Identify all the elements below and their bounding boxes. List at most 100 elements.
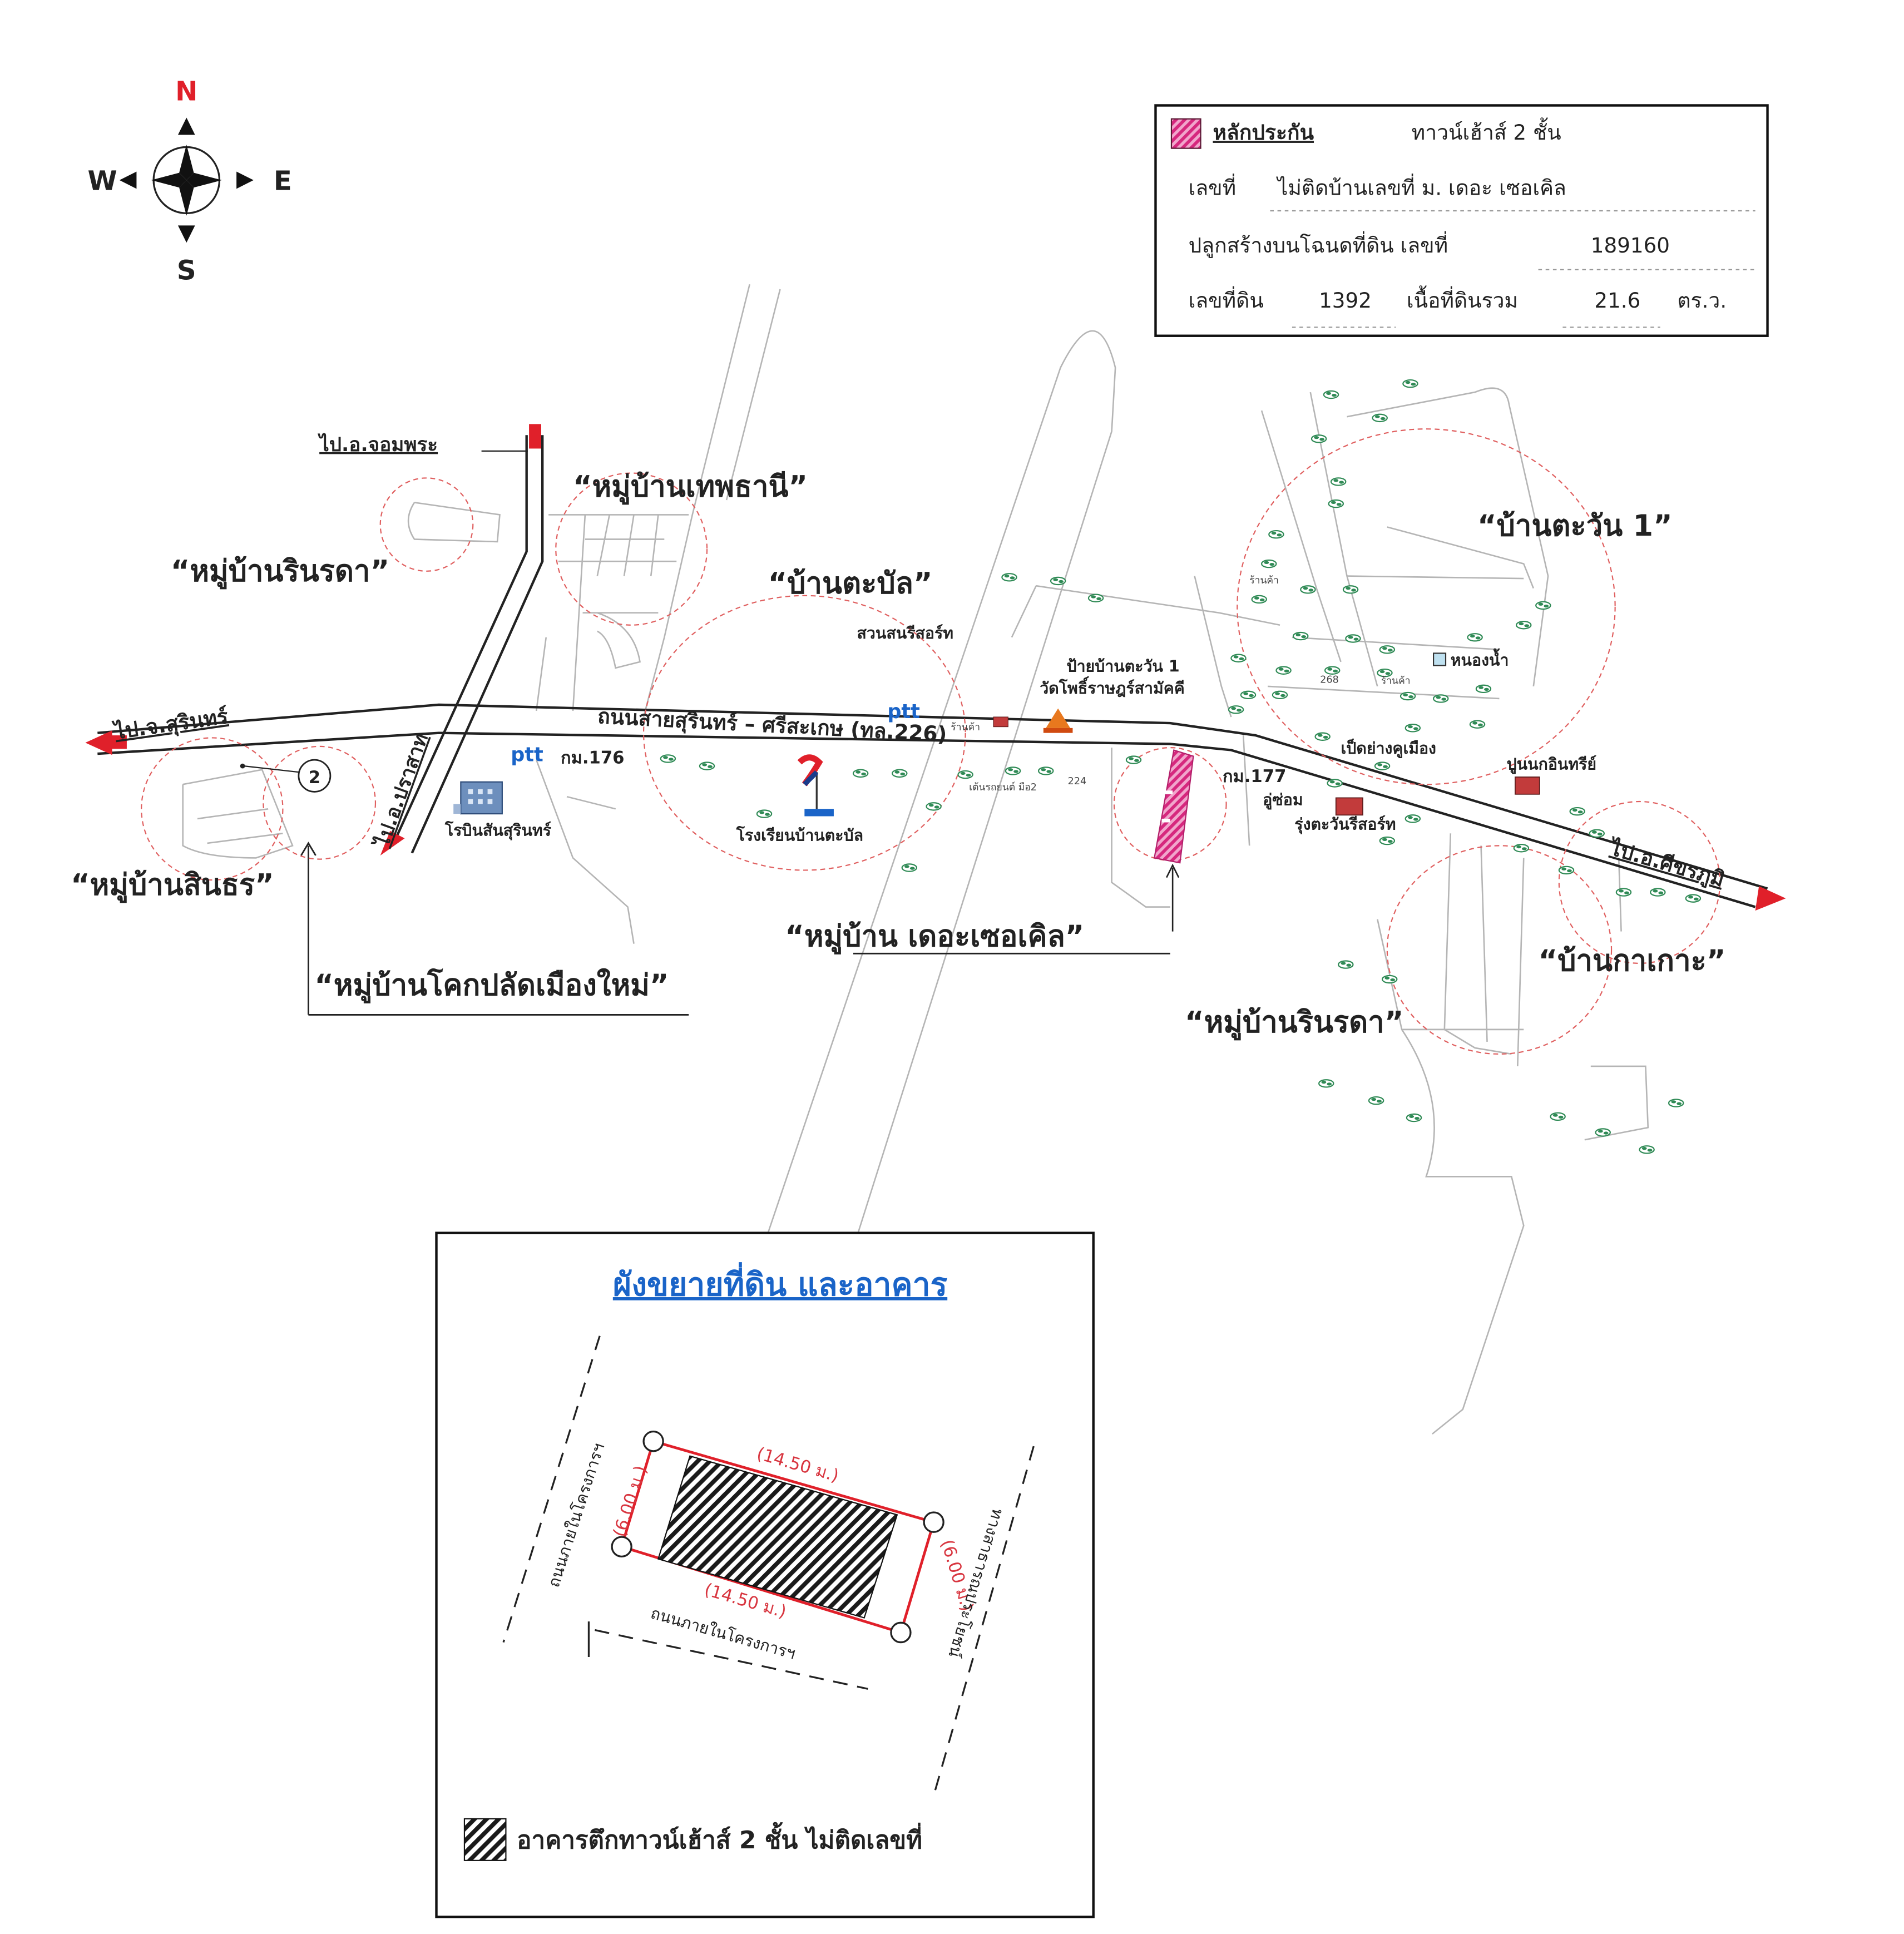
pond-icon — [1433, 652, 1447, 666]
label-suan-son: สวนสนรีสอร์ท — [857, 624, 953, 642]
tree-icon — [1668, 1099, 1684, 1107]
compass-e: E — [274, 165, 292, 196]
label-nong-nam: หนองน้ำ — [1451, 648, 1509, 669]
north-arrow-icon — [177, 117, 195, 135]
village-labels: “หมู่บ้านเทพธานี” “หมู่บ้านรินรดา” “บ้าน… — [71, 469, 1725, 1040]
legend-area-label: เนื้อที่ดินรวม — [1407, 285, 1518, 313]
tree-icon — [1240, 690, 1257, 700]
tree-icon — [1292, 631, 1309, 641]
collateral-swatch-icon — [1170, 118, 1201, 149]
location-2-number: 2 — [309, 768, 320, 788]
legend-collateral-label: หลักประกัน — [1213, 120, 1314, 145]
tree-icon — [1037, 766, 1054, 775]
kakao-circle — [1558, 800, 1721, 964]
tree-icon — [1379, 836, 1396, 845]
north-road — [642, 284, 781, 718]
school-flag-icon — [797, 754, 834, 817]
compass-rose: N S E W — [87, 76, 291, 286]
tabal-circle — [642, 595, 966, 871]
label-school: โรงเรียนบ้านตะบัล — [736, 825, 863, 844]
west-arrow-icon — [119, 171, 137, 189]
rinrada-loop-road — [407, 502, 501, 543]
circle-pointer-arrow-icon — [1166, 863, 1180, 878]
label-km-177: กม.177 — [1223, 766, 1286, 787]
tree-icon — [1467, 633, 1483, 642]
east-arrow-icon — [236, 171, 254, 189]
label-to-chom-phra: ไป.อ.จอมพระ — [317, 433, 438, 456]
tree-icon — [1381, 975, 1398, 984]
tree-icon — [1275, 666, 1292, 675]
tree-icon — [1338, 960, 1354, 969]
label-ped-yang: เป็ดย่างคูเมือง — [1341, 738, 1436, 758]
village-kakao: “บ้านกาเกาะ” — [1539, 944, 1726, 978]
label-shop-2: ร้านค้า — [1381, 675, 1411, 686]
label-224: 224 — [1068, 776, 1086, 787]
village-tawan: “บ้านตะวัน 1” — [1477, 509, 1673, 543]
tree-icon — [901, 863, 918, 872]
main-roads — [97, 435, 1768, 908]
location-2-pointer — [244, 765, 299, 773]
tree-icon — [1595, 1128, 1611, 1137]
legend-land-no-value: 1392 — [1319, 288, 1372, 313]
legend-deed-value: 189160 — [1591, 233, 1670, 258]
village-rinrada-south: “หมู่บ้านรินรดา” — [1185, 1005, 1403, 1040]
prasat-arrow-icon — [380, 830, 405, 855]
tree-icon — [1228, 705, 1244, 714]
village-sinthon: “หมู่บ้านสินธร” — [71, 868, 274, 903]
tree-icon — [1402, 379, 1418, 388]
highway-226-north-edge — [97, 703, 1768, 890]
tree-icon — [1685, 894, 1702, 903]
label-u-som: อู่ซ่อม — [1263, 790, 1303, 810]
village-tabal: “บ้านตะบัล” — [768, 566, 933, 600]
legend-land-no-label: เลขที่ดิน — [1189, 286, 1264, 313]
highway-226-south-edge — [97, 731, 1756, 908]
tree-icon — [1268, 530, 1284, 539]
tree-icon — [892, 769, 908, 778]
landmark-icons — [240, 652, 1540, 817]
plot-plan-inset: ผังขยายที่ดิน และอาคาร (14.50 ม.) (14.50… — [435, 1231, 1095, 1918]
kok-plad-arrow-icon — [300, 842, 316, 856]
tree-icon — [1569, 807, 1585, 816]
village-the-circle: “หมู่บ้าน เดอะเซอเคิล” — [785, 919, 1084, 954]
label-car-dealer: เต้นรถยนต์ มือ2 — [969, 781, 1037, 793]
corner-peg-icon — [611, 1536, 632, 1557]
tree-icon — [1650, 888, 1666, 897]
tree-icon — [1550, 1112, 1566, 1121]
tawan-circle — [1237, 428, 1616, 785]
south-east-road — [1584, 1065, 1649, 1141]
tree-icon — [699, 761, 715, 770]
tree-icon — [926, 802, 942, 811]
ptt-logo-west: ptt — [511, 743, 543, 766]
compass-point-e — [186, 172, 222, 188]
tree-icon — [1558, 865, 1575, 875]
tree-icon — [1535, 601, 1551, 610]
collateral-plot-marker — [1154, 749, 1194, 932]
legend-frame — [1154, 104, 1769, 337]
label-268: 268 — [1320, 674, 1338, 685]
compass-n: N — [175, 76, 197, 107]
chom-phra-arrow-icon — [529, 424, 541, 449]
long-diagonal-road — [764, 330, 1116, 1241]
south-arrow-icon — [177, 225, 195, 243]
tree-icon — [1318, 1079, 1334, 1088]
rinrada-circle — [379, 477, 474, 572]
village-grid-roads — [535, 514, 689, 711]
sinthon-road — [197, 808, 283, 844]
tree-icon — [1310, 434, 1327, 443]
tree-icon — [1368, 1096, 1384, 1105]
right-road-edge — [933, 1446, 1035, 1796]
local-road-network — [182, 284, 1649, 1435]
collateral-legend-box: หลักประกัน ทาวน์เฮ้าส์ 2 ชั้น เลขที่ ไม่… — [1154, 104, 1769, 337]
tree-icon — [1615, 888, 1632, 897]
legend-area-unit: ตร.ว. — [1677, 288, 1727, 313]
location-2-marker — [298, 759, 332, 793]
compass-s: S — [177, 255, 196, 286]
cement-shop-icon — [1515, 776, 1540, 795]
robinson-building-icon — [453, 781, 503, 815]
tree-icon — [1125, 755, 1142, 764]
plot-notch — [1164, 790, 1173, 794]
tree-icon — [1324, 666, 1341, 675]
corner-peg-icon — [923, 1511, 944, 1533]
tree-icon — [1639, 1145, 1655, 1154]
label-km-176: กม.176 — [561, 748, 624, 768]
